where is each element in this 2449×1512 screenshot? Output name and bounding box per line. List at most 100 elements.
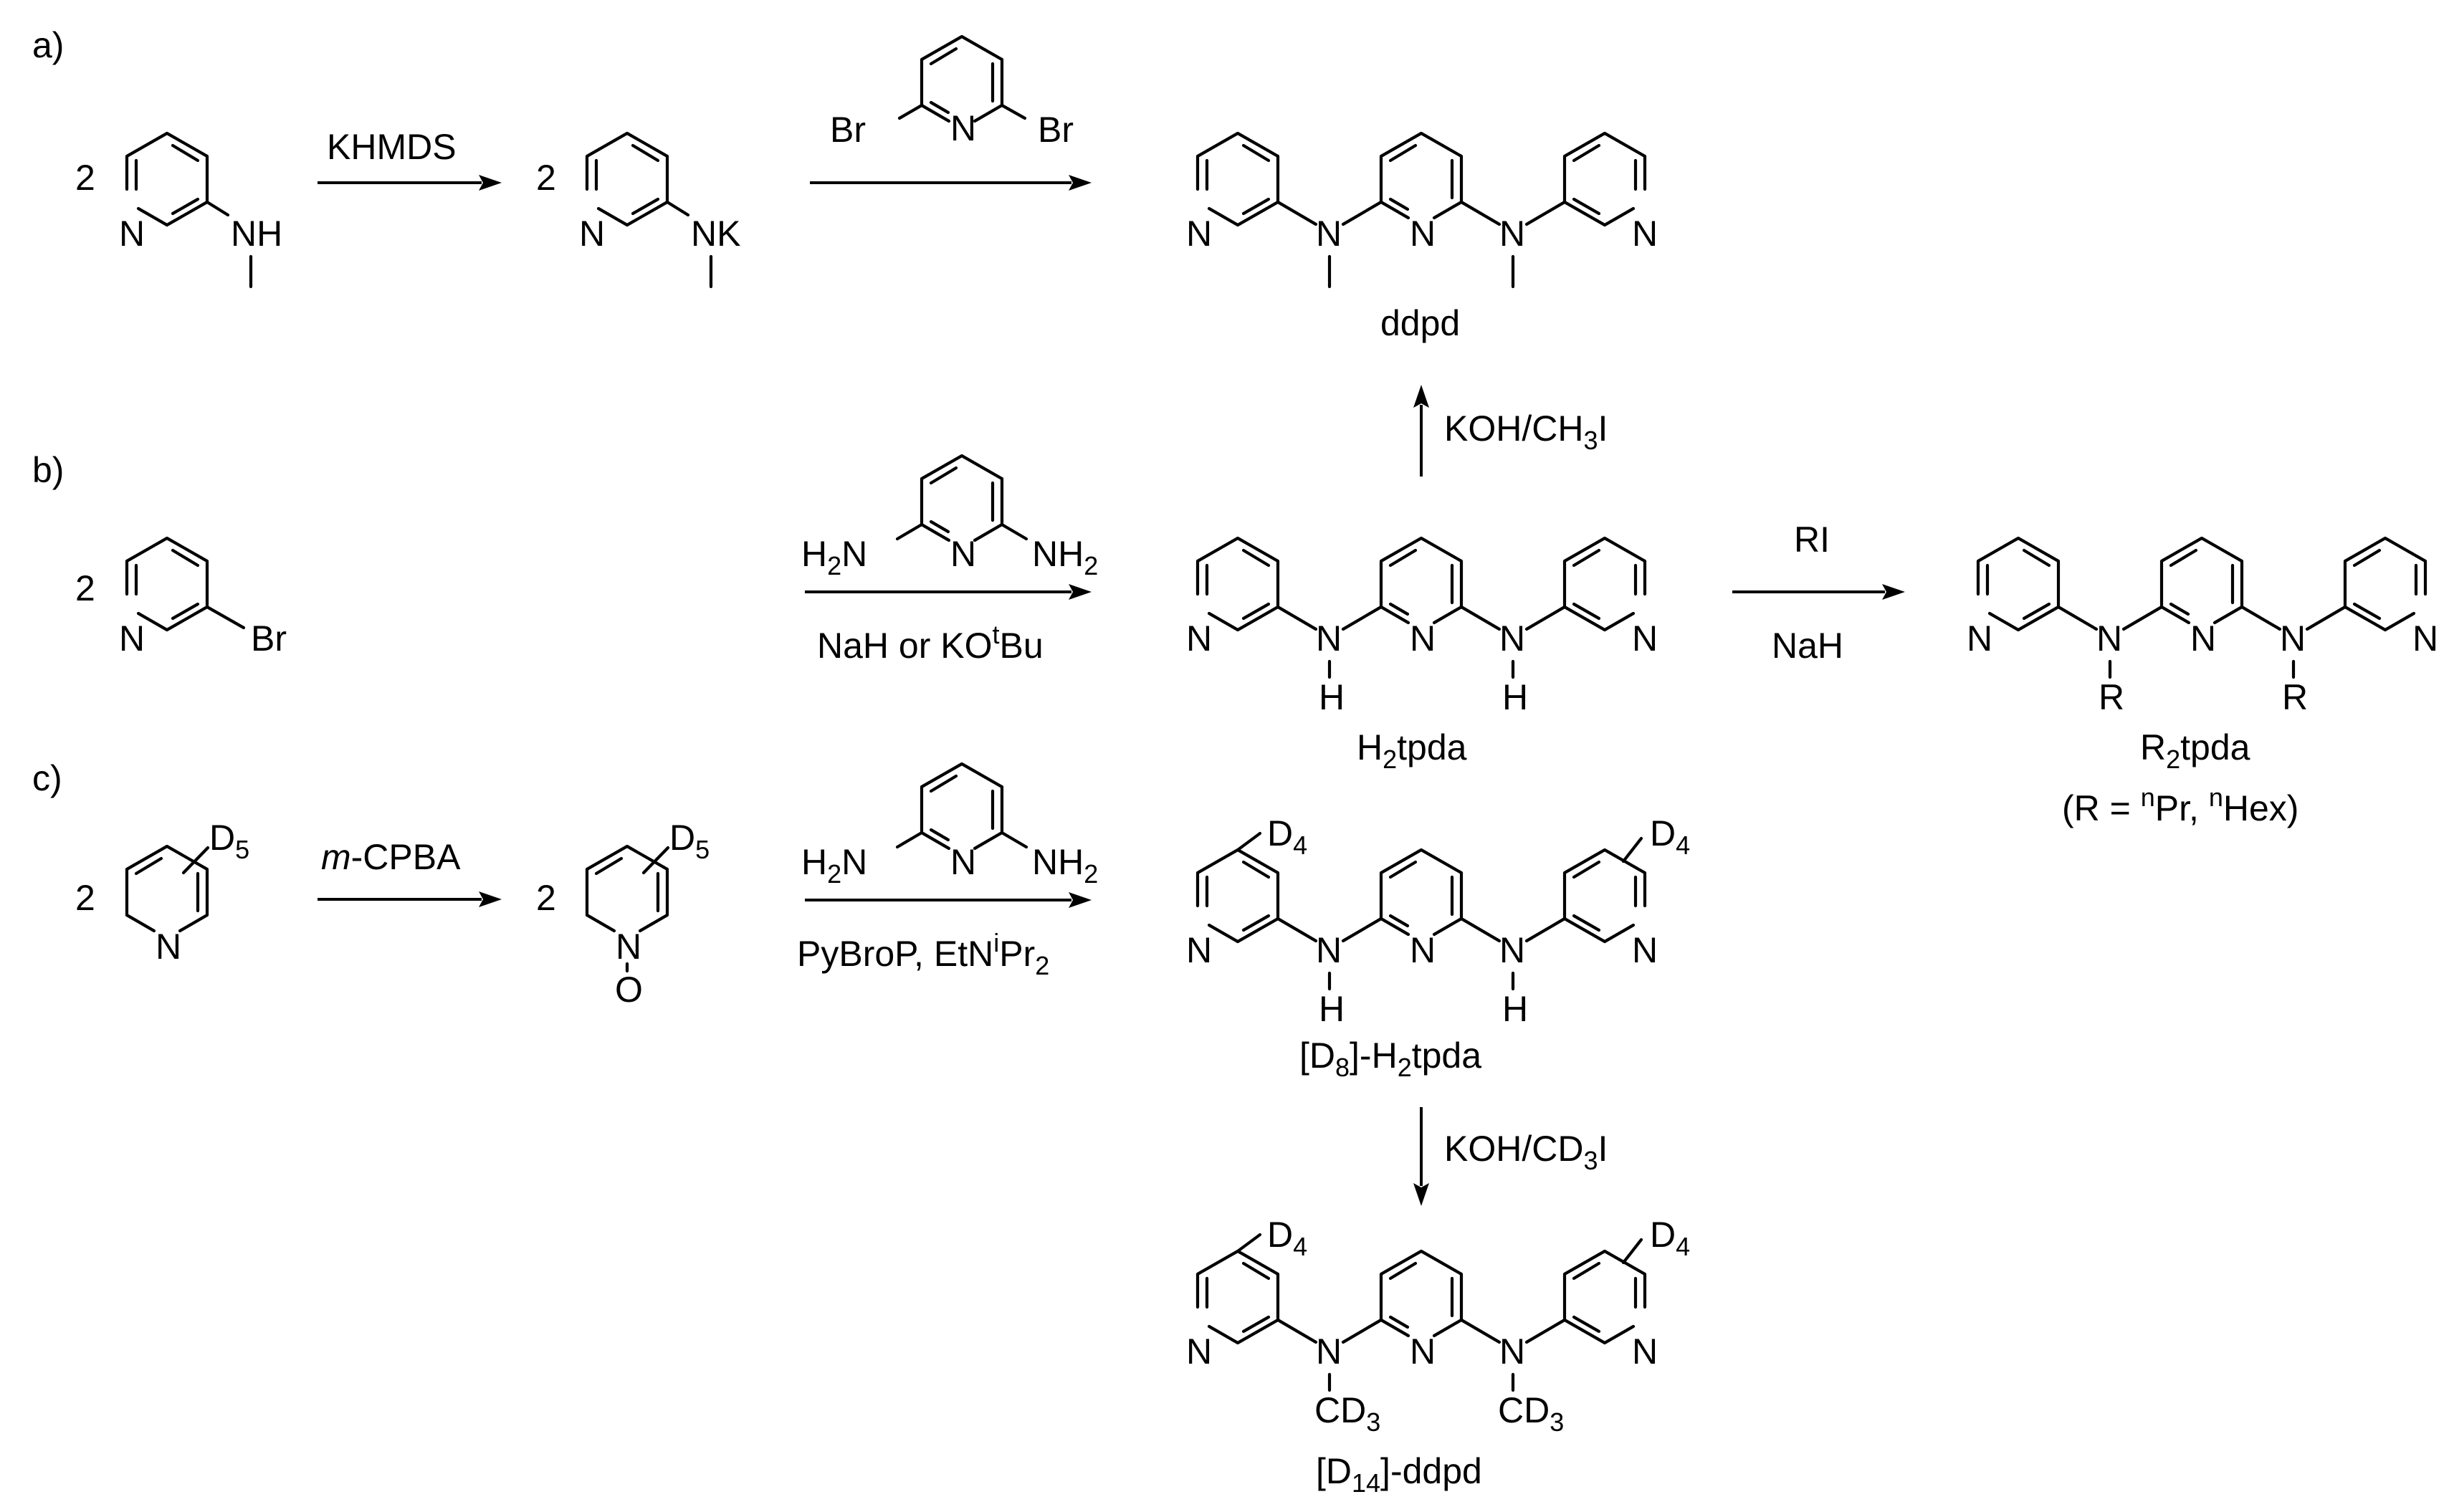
ddpd-structure: N N N N N ddpd xyxy=(1186,133,1658,343)
r-definition: (R = nPr, nHex) xyxy=(2062,783,2298,828)
d5-pyridine-n-oxide: 2 N O D5 xyxy=(536,818,710,1010)
atom-n: N xyxy=(1316,930,1342,970)
arrow-koh-ch3i: KOH/CH3I xyxy=(1413,385,1608,477)
2-methylaminopyridine: 2 N NH xyxy=(75,133,282,289)
reagent-nah: NaH xyxy=(1772,626,1843,666)
compound-label-h2tpda: H2tpda xyxy=(1357,727,1467,774)
stoich-2: 2 xyxy=(75,878,95,918)
atom-n: N xyxy=(1186,214,1212,254)
atom-n: N xyxy=(156,927,181,967)
d4-label: D4 xyxy=(1650,813,1690,860)
atom-h: H xyxy=(1502,677,1528,717)
atom-n: N xyxy=(2096,618,2122,659)
stoich-2: 2 xyxy=(536,158,556,198)
compound-label-r2tpda: R2tpda xyxy=(2140,727,2250,774)
atom-n: N xyxy=(1186,1331,1212,1372)
atom-h: H xyxy=(1319,989,1345,1029)
atom-n: N xyxy=(616,927,641,967)
atom-br: Br xyxy=(251,618,287,659)
d14-ddpd-structure: N D4 N CD3 N N CD3 N D4 [D14]-ddpd xyxy=(1186,1215,1690,1498)
atom-n: N xyxy=(1632,1331,1658,1372)
compound-label-d14-ddpd: [D14]-ddpd xyxy=(1316,1451,1482,1498)
reagent-koh-ch3i: KOH/CH3I xyxy=(1444,408,1608,455)
reagent-pybrop: PyBroP, EtNiPr2 xyxy=(797,928,1049,980)
atom-r: R xyxy=(2099,677,2124,717)
arrow-khmds: KHMDS xyxy=(318,127,502,191)
d4-label: D4 xyxy=(1650,1215,1690,1261)
atom-n: N xyxy=(119,618,145,659)
atom-nh2: NH2 xyxy=(1032,534,1098,580)
atom-o: O xyxy=(615,970,643,1010)
atom-br: Br xyxy=(1038,110,1074,150)
atom-n: N xyxy=(1410,214,1436,254)
d5-label: D5 xyxy=(209,818,249,864)
atom-br: Br xyxy=(830,110,866,150)
atom-n: N xyxy=(2190,618,2216,659)
atom-n: N xyxy=(1186,930,1212,970)
atom-n: N xyxy=(1316,214,1342,254)
atom-n: N xyxy=(1967,618,1992,659)
atom-n: N xyxy=(579,214,605,254)
atom-n: N xyxy=(2412,618,2438,659)
section-label-a: a) xyxy=(32,25,64,65)
atom-cd3: CD3 xyxy=(1314,1390,1380,1437)
arrow-ri: RI NaH xyxy=(1732,520,1905,666)
diaminopyridine-reagent-b: N H2N NH2 xyxy=(801,456,1098,580)
atom-n: N xyxy=(2280,618,2306,659)
reagent-khmds: KHMDS xyxy=(327,127,457,167)
arrow-pybrop: PyBroP, EtNiPr2 xyxy=(797,892,1092,980)
d8-h2tpda-structure: N D4 N H N N H N D4 [D8]-H2tpda xyxy=(1186,813,1690,1082)
dibromopyridine-reagent: N Br Br xyxy=(830,37,1074,150)
stoich-2: 2 xyxy=(536,878,556,918)
atom-cd3: CD3 xyxy=(1498,1390,1564,1437)
atom-h: H xyxy=(1319,677,1345,717)
atom-nh: NH xyxy=(231,214,282,254)
d5-pyridine: 2 N D5 xyxy=(75,818,249,967)
atom-n: N xyxy=(950,842,976,882)
h2tpda-structure: N N H N N H N H2tpda xyxy=(1186,538,1658,774)
atom-n: N xyxy=(1499,618,1525,659)
atom-h2n: H2N xyxy=(801,842,867,889)
atom-n: N xyxy=(1316,618,1342,659)
stoich-2: 2 xyxy=(75,158,95,198)
arrow-mcpba: m-CPBA xyxy=(318,837,502,907)
d5-label: D5 xyxy=(669,818,710,864)
atom-n: N xyxy=(1499,1331,1525,1372)
d4-label: D4 xyxy=(1267,813,1307,860)
atom-nh2: NH2 xyxy=(1032,842,1098,889)
diaminopyridine-reagent-c: N H2N NH2 xyxy=(801,764,1098,889)
reagent-mcpba: m-CPBA xyxy=(321,837,461,877)
reagent-ri: RI xyxy=(1794,520,1830,560)
reagent-koh-cd3i: KOH/CD3I xyxy=(1444,1129,1608,1175)
r2tpda-structure: N N R N N R N R2tpda (R = nPr, nHex) xyxy=(1967,538,2438,828)
atom-n: N xyxy=(1632,618,1658,659)
arrow-b1: NaH or KOtBu xyxy=(805,584,1092,666)
atom-n: N xyxy=(1499,214,1525,254)
section-label-b: b) xyxy=(32,450,64,490)
atom-n: N xyxy=(1632,930,1658,970)
atom-n: N xyxy=(1410,618,1436,659)
compound-label-ddpd: ddpd xyxy=(1380,303,1460,343)
atom-h2n: H2N xyxy=(801,534,867,580)
atom-n: N xyxy=(119,214,145,254)
potassium-amide: 2 N NK xyxy=(536,133,740,289)
d4-label: D4 xyxy=(1267,1215,1307,1261)
atom-r: R xyxy=(2282,677,2308,717)
atom-h: H xyxy=(1502,989,1528,1029)
compound-label-d8-h2tpda: [D8]-H2tpda xyxy=(1299,1035,1481,1082)
atom-n: N xyxy=(950,108,976,148)
section-label-c: c) xyxy=(32,758,62,798)
atom-nk: NK xyxy=(691,214,740,254)
stoich-2: 2 xyxy=(75,568,95,608)
arrow-a2 xyxy=(810,175,1092,191)
atom-n: N xyxy=(950,534,976,574)
atom-n: N xyxy=(1632,214,1658,254)
atom-n: N xyxy=(1410,930,1436,970)
atom-n: N xyxy=(1410,1331,1436,1372)
atom-n: N xyxy=(1499,930,1525,970)
2-bromopyridine: 2 N Br xyxy=(75,538,287,659)
reagent-nah-kotbu: NaH or KOtBu xyxy=(817,620,1044,666)
arrow-koh-cd3i: KOH/CD3I xyxy=(1413,1107,1608,1206)
atom-n: N xyxy=(1186,618,1212,659)
